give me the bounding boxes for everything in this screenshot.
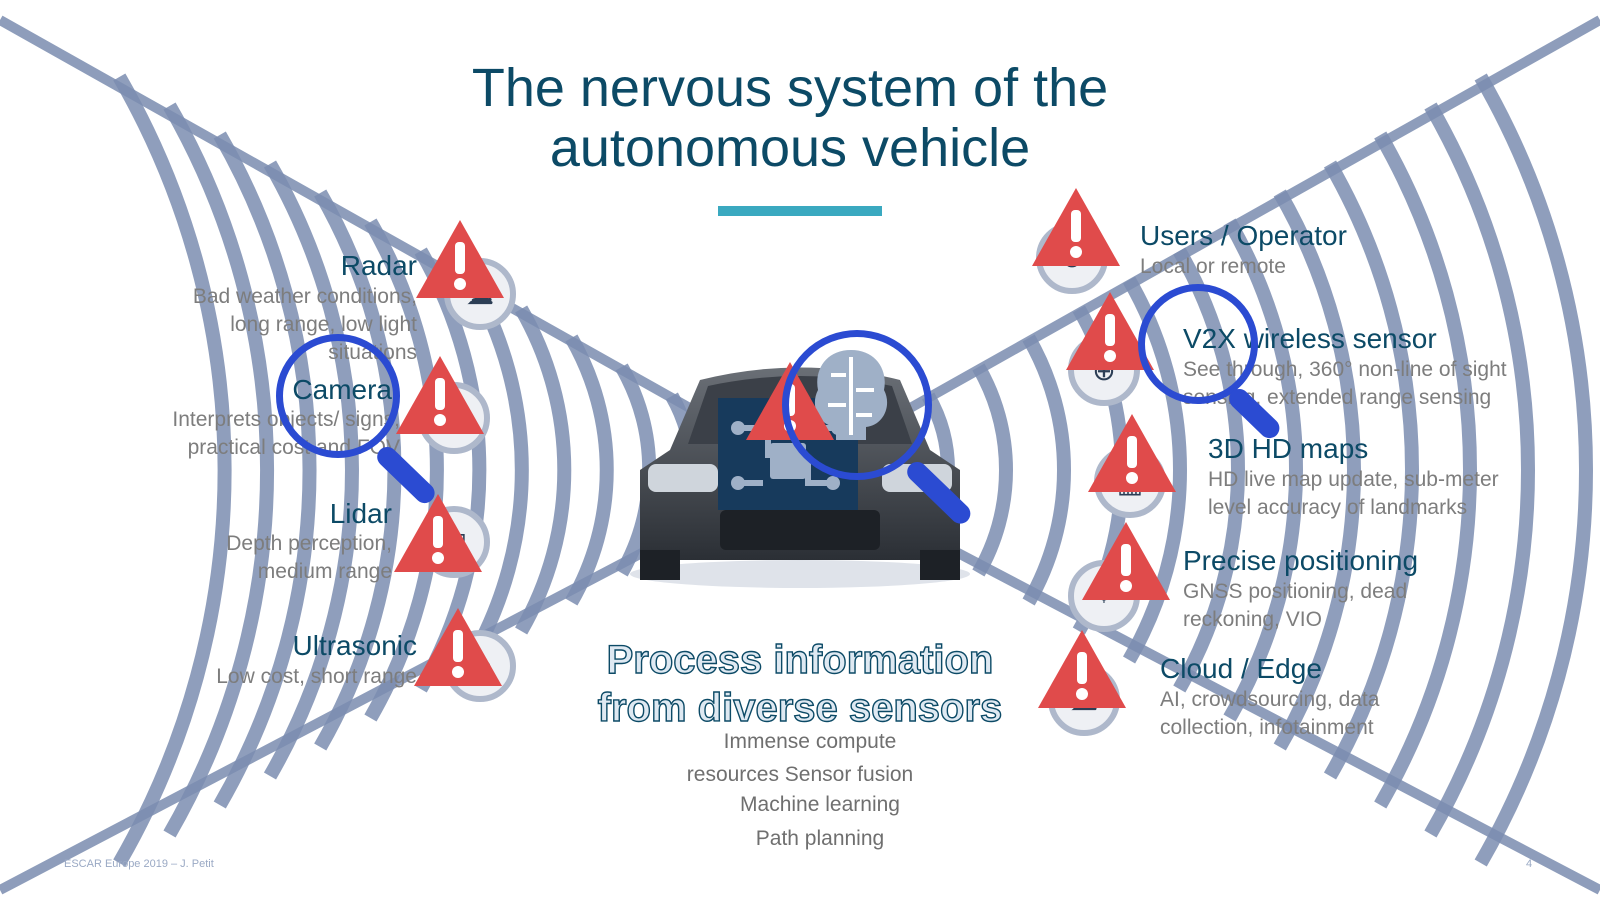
sensor-name-cloud-edge: Cloud / Edge	[1160, 653, 1322, 684]
sensor-desc-lidar: Depth perception, medium range	[226, 532, 392, 583]
slide-title: The nervous system of the autonomous veh…	[471, 58, 1109, 178]
magnifier-icon	[1138, 284, 1258, 404]
warning-icon	[416, 220, 504, 298]
wave-arc	[464, 276, 529, 664]
wave-arc	[1323, 160, 1420, 780]
sensor-desc-radar: Bad weather conditions, long range, low …	[192, 285, 417, 364]
wave-arc	[213, 131, 317, 809]
sensor-name-ultrasonic: Ultrasonic	[292, 630, 417, 661]
sensor-name-precise-positioning: Precise positioning	[1183, 545, 1419, 576]
page-number: 4	[1526, 858, 1533, 870]
warning-icon	[1066, 292, 1154, 370]
wave-arc	[113, 73, 232, 867]
sensor-desc-precise-positioning: GNSS positioning, dead reckoning, VIO	[1183, 580, 1408, 631]
warning-icon	[1038, 630, 1126, 708]
warning-icon	[396, 356, 484, 434]
sensor-name-radar: Radar	[340, 250, 417, 281]
magnifier-icon	[782, 330, 932, 480]
warning-icon	[414, 608, 502, 686]
wave-arc	[1273, 189, 1362, 751]
center-line-machine-learning: Machine learning	[740, 793, 900, 816]
title-accent-rule	[718, 206, 882, 216]
wave-arc	[1424, 102, 1536, 838]
warning-icon	[1088, 414, 1176, 492]
warning-icon	[1082, 522, 1170, 600]
wave-arc	[1223, 218, 1304, 722]
wave-arc	[364, 218, 444, 722]
process-heading: Process information from diverse sensors	[597, 637, 1003, 730]
wave-arc	[1022, 334, 1071, 606]
magnifier-icon	[276, 334, 400, 458]
wave-arc	[263, 160, 359, 780]
sensor-desc-3d-hd-maps: HD live map update, sub-meter level accu…	[1208, 468, 1499, 519]
sensor-desc-cloud-edge: AI, crowdsourcing, data collection, info…	[1160, 688, 1380, 739]
center-line-sensor-fusion: resources Sensor fusion	[686, 763, 914, 786]
wave-arc	[1474, 73, 1594, 867]
sensor-name-users-operator: Users / Operator	[1140, 220, 1347, 251]
wave-arc	[163, 102, 275, 838]
sensor-name-lidar: Lidar	[329, 498, 392, 529]
sensor-desc-ultrasonic: Low cost, short range	[216, 665, 417, 688]
center-line-path-planning: Path planning	[755, 827, 885, 850]
footer-credit: ESCAR Europe 2019 – J. Petit	[64, 858, 214, 870]
wave-arc	[565, 334, 614, 606]
wave-arc	[972, 363, 1013, 577]
wave-arc	[515, 305, 572, 635]
warning-icon	[1032, 188, 1120, 266]
warning-icon	[394, 494, 482, 572]
center-line-compute: Immense compute	[723, 730, 897, 753]
sensor-desc-v2x: See through, 360° non-line of sight sens…	[1183, 358, 1507, 409]
sensor-name-3d-hd-maps: 3D HD maps	[1208, 433, 1369, 464]
sensor-desc-users-operator: Local or remote	[1140, 255, 1286, 278]
wave-arc	[1374, 131, 1477, 809]
